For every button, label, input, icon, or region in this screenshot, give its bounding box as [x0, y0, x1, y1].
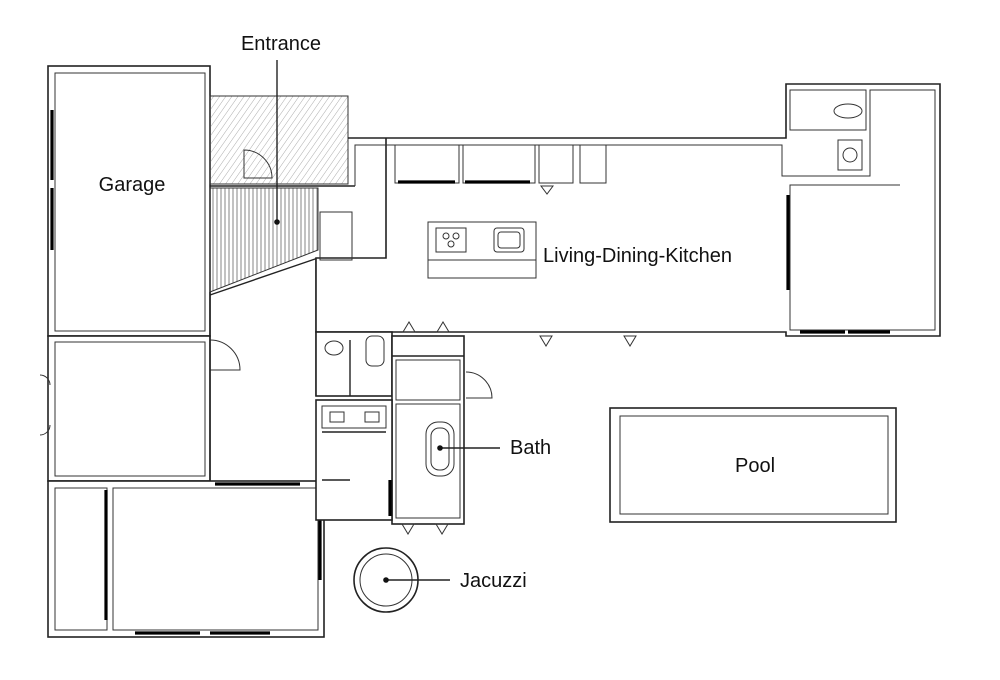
label-entrance: Entrance: [241, 33, 321, 225]
garage-room: [47, 65, 211, 337]
wc-block: [315, 331, 393, 397]
bath-label: Bath: [510, 437, 551, 459]
entrance-label: Entrance: [241, 33, 321, 55]
entrance-marker: [274, 219, 280, 225]
pool-label: Pool: [735, 455, 775, 477]
jacuzzi-marker: [383, 577, 389, 583]
living-dining-kitchen-label: Living-Dining-Kitchen: [543, 245, 732, 267]
bath-marker: [437, 445, 443, 451]
left-room-middle: [39, 335, 241, 482]
living-dining-kitchen-room: [315, 83, 941, 347]
label-jacuzzi: Jacuzzi: [383, 570, 527, 592]
vanity-room: [315, 399, 393, 521]
jacuzzi-label: Jacuzzi: [460, 570, 527, 592]
garage-label: Garage: [99, 174, 166, 196]
bath-block: [391, 335, 493, 535]
pool: [609, 407, 897, 523]
left-room-bottom: [47, 480, 325, 638]
entrance-area: [209, 95, 355, 296]
label-bath: Bath: [437, 437, 551, 459]
